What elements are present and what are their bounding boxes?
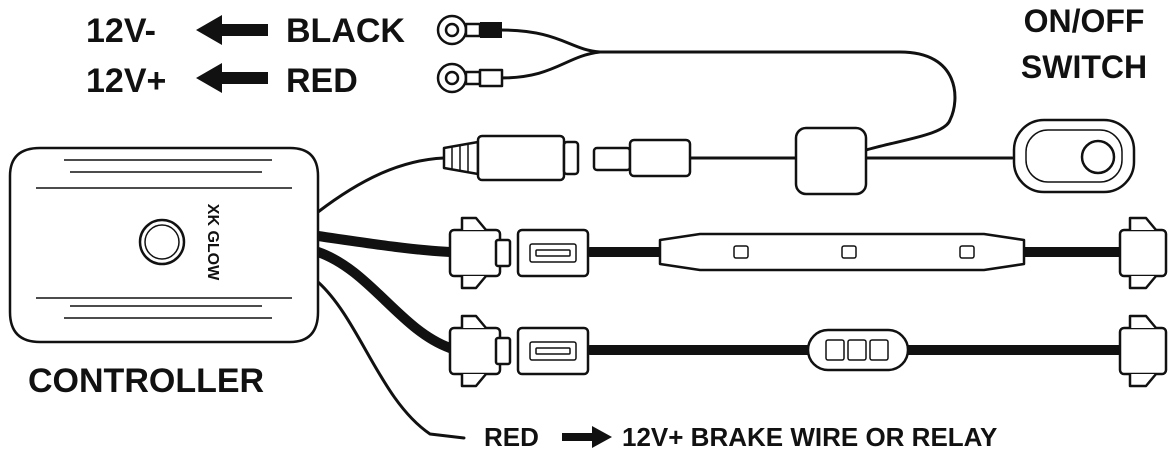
xk-glow-logo: XK GLOW <box>204 204 221 281</box>
controller-strip-cable-upper <box>313 231 455 257</box>
connector-end-lower <box>1118 314 1168 388</box>
led-strip <box>658 232 1026 272</box>
led-chip <box>869 339 889 361</box>
arrow-right-icon <box>562 426 612 448</box>
arrow-left-icon <box>196 63 268 93</box>
connector-female-upper <box>448 216 512 290</box>
logo-text: XK GLOW <box>204 204 221 281</box>
arrow-left-icon <box>196 15 268 45</box>
connector-end-upper <box>1118 216 1168 290</box>
neg-voltage-label: 12V- <box>86 12 156 50</box>
controller-strip-cable-lower <box>313 247 455 353</box>
black-wire-label: BLACK <box>286 12 405 50</box>
connector-male-lower <box>516 326 590 376</box>
inline-switch-module <box>794 126 868 196</box>
red-wire-label: RED <box>286 62 358 100</box>
brake-wire <box>316 280 466 440</box>
controller-switch-cable <box>316 156 446 214</box>
black-lead-wire <box>498 28 957 152</box>
controller-box <box>8 146 320 344</box>
led-chip <box>825 339 845 361</box>
led-pod <box>806 328 910 372</box>
on-off-switch[interactable] <box>1012 118 1136 194</box>
brake-target-label: 12V+ BRAKE WIRE OR RELAY <box>622 422 997 452</box>
brake-red-label: RED <box>484 422 539 452</box>
switch-label-line2: SWITCH <box>1021 49 1147 85</box>
controller-label: CONTROLLER <box>28 362 264 400</box>
led-chip <box>733 245 749 259</box>
connector-male-upper <box>516 228 590 278</box>
led-chip <box>847 339 867 361</box>
red-ring-terminal <box>436 62 504 94</box>
switch-label-line1: ON/OFF <box>1024 3 1145 39</box>
black-ring-terminal <box>436 14 502 46</box>
led-chip <box>959 245 975 259</box>
switch-plug-female <box>442 134 580 182</box>
controller-button-icon[interactable] <box>138 218 186 266</box>
switch-button-icon[interactable] <box>1080 139 1116 175</box>
connector-female-lower <box>448 314 512 388</box>
red-lead-wire <box>498 50 602 80</box>
switch-plug-male <box>592 138 692 178</box>
pos-voltage-label: 12V+ <box>86 62 166 100</box>
led-chip <box>841 245 857 259</box>
